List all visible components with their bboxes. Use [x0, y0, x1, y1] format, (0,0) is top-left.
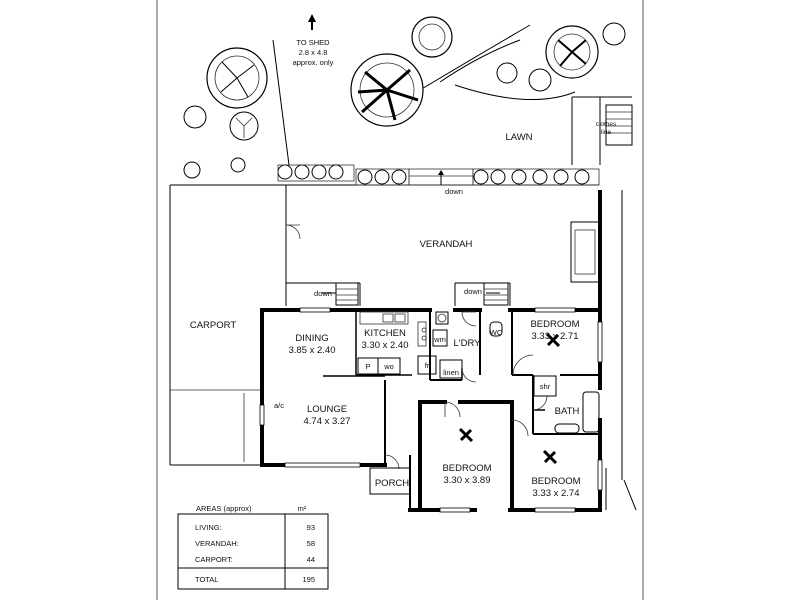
- tree-large-3: [545, 25, 599, 79]
- ceiling-fans: [458, 332, 561, 465]
- carport-label: CARPORT: [190, 320, 236, 331]
- dining-size: 3.85 x 2.40: [288, 345, 335, 356]
- bath-fixtures: [489, 321, 600, 434]
- kitchen-size: 3.30 x 2.40: [361, 340, 408, 351]
- down-right-label: down: [464, 287, 482, 296]
- porch-label: PORCH: [375, 478, 409, 489]
- areas-row-living-label: LIVING:: [195, 523, 222, 532]
- areas-row-carport-value: 44: [307, 555, 315, 564]
- bedroom2-name: BEDROOM: [442, 463, 491, 474]
- bath-name: BATH: [555, 406, 580, 417]
- tree-medium-1: [411, 16, 453, 58]
- laundry-name: L'DRY: [454, 338, 482, 349]
- kitchen-name: KITCHEN: [364, 328, 406, 339]
- bedroom3-size: 3.33 x 2.74: [532, 488, 579, 499]
- shrubs: [183, 22, 626, 179]
- bedroom2-size: 3.30 x 3.89: [443, 475, 490, 486]
- shed-note-label: approx. only: [293, 58, 334, 67]
- clothes-line-label-2: line: [601, 129, 612, 136]
- down-top-label: down: [445, 187, 463, 196]
- site-lines: [169, 24, 637, 511]
- carport-door-swing: [285, 224, 301, 240]
- interior-walls: [323, 310, 600, 435]
- lounge-size: 4.74 x 3.27: [303, 416, 350, 427]
- lawn-label: LAWN: [505, 132, 532, 143]
- bedroom1-size: 3.33 x 2.71: [531, 331, 578, 342]
- clothes-line-label-1: clothes: [596, 121, 617, 128]
- windows: [259, 307, 603, 513]
- bedroom1-name: BEDROOM: [530, 319, 579, 330]
- arrows: [308, 14, 500, 294]
- tree-large-1: [206, 47, 268, 109]
- wall-oven-label: wo: [383, 362, 394, 371]
- bedroom3-name: BEDROOM: [531, 476, 580, 487]
- shower-label: shr: [540, 382, 551, 391]
- areas-total-value: 195: [302, 575, 315, 584]
- shed-size-label: 2.8 x 4.8: [299, 48, 328, 57]
- porch-outline: [369, 467, 411, 495]
- areas-total-label: TOTAL: [195, 575, 218, 584]
- steps: [335, 221, 600, 306]
- tree-large-2: [350, 53, 424, 127]
- areas-title: AREAS (approx): [196, 504, 252, 513]
- fridge-label: fr: [425, 361, 430, 370]
- areas-row-verandah-label: VERANDAH:: [195, 539, 239, 548]
- areas-row-living-value: 93: [307, 523, 315, 532]
- areas-row-carport-label: CARPORT:: [195, 555, 233, 564]
- pantry-label: P: [365, 362, 370, 371]
- ac-label: a/c: [274, 401, 284, 410]
- to-shed-label: TO SHED: [296, 38, 330, 47]
- dining-name: DINING: [295, 333, 328, 344]
- hedge-row: [277, 164, 600, 186]
- washing-machine-label: wm: [433, 335, 446, 344]
- door-swings: [384, 367, 548, 470]
- wc-label: WC: [490, 328, 503, 337]
- areas-table: AREAS (approx) m² LIVING: 93 VERANDAH: 5…: [177, 504, 329, 590]
- linen-label: linen: [443, 368, 459, 377]
- areas-unit: m²: [298, 504, 307, 513]
- clothes-line-stand: [605, 104, 633, 146]
- areas-row-verandah-value: 58: [307, 539, 315, 548]
- kitchen-fixtures: [357, 311, 437, 375]
- lounge-name: LOUNGE: [307, 404, 347, 415]
- down-left-label: down: [314, 289, 332, 298]
- verandah-label: VERANDAH: [420, 239, 473, 250]
